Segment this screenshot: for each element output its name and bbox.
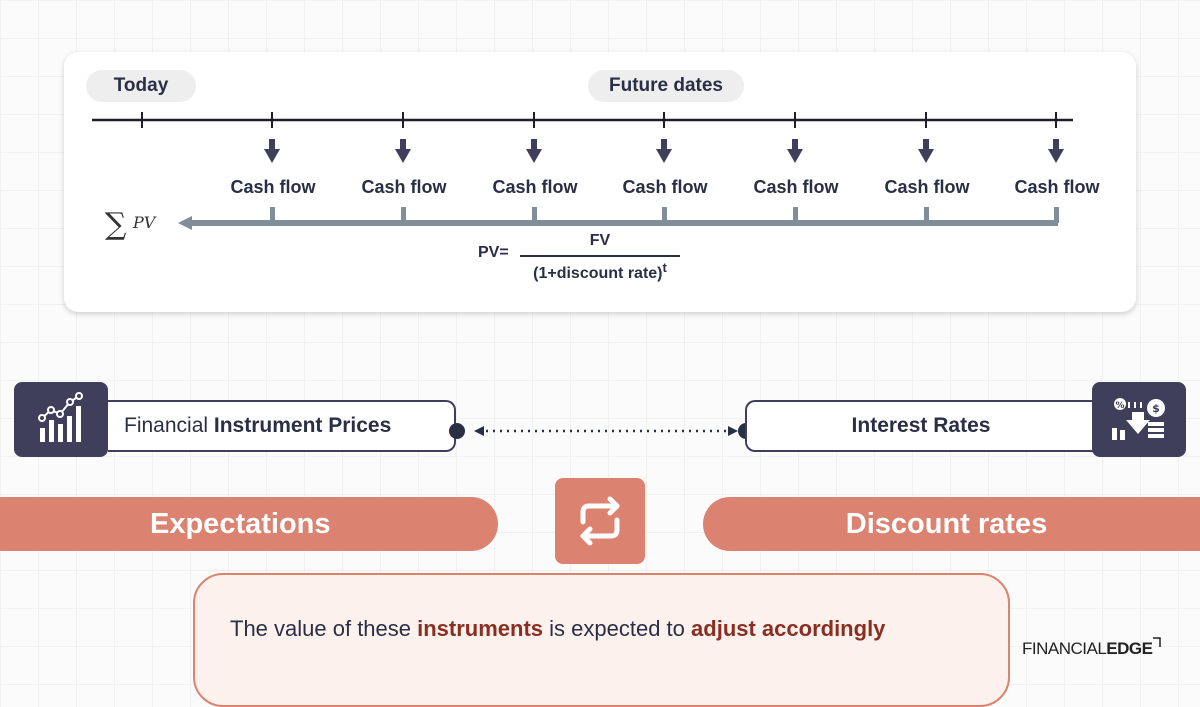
swap-arrows-icon [555, 478, 645, 564]
cash-flow-label: Cash flow [622, 177, 708, 197]
bar-chart-growth-icon [14, 382, 108, 457]
future-dates-pill: Future dates [588, 70, 744, 102]
left-node-dot [449, 423, 465, 439]
conclusion-part2: is expected to [543, 616, 692, 641]
cash-flow-label: Cash flow [230, 177, 316, 197]
logo-part2: EDGE [1106, 639, 1153, 658]
formula-lhs: PV= [478, 244, 509, 261]
interest-rate-down-icon: % $ [1092, 382, 1186, 457]
svg-text:%: % [1115, 401, 1124, 411]
cash-flow-label: Cash flow [753, 177, 839, 197]
future-dates-label: Future dates [608, 75, 724, 96]
formula-exponent: t [662, 260, 667, 275]
discount-arrow [178, 207, 1059, 230]
interest-rates-label: Interest Rates [851, 414, 991, 437]
right-arrowhead-icon [728, 426, 738, 436]
formula-denominator: (1+discount rate)t [520, 260, 680, 283]
formula-numerator: FV [589, 232, 611, 249]
down-arrow-icon [787, 139, 803, 163]
left-arrowhead-icon [474, 426, 484, 436]
down-arrow-icon [395, 139, 411, 163]
svg-text:$: $ [1152, 402, 1160, 415]
financial-instrument-prices-box: Financial Instrument Prices [108, 400, 456, 452]
today-pill: Today [86, 70, 196, 102]
timeline-graphic [92, 112, 1073, 230]
expectations-bar: Expectations [0, 497, 498, 551]
today-label: Today [113, 75, 169, 96]
cash-flow-label: Cash flow [884, 177, 970, 197]
sigma-symbol: ∑ [105, 207, 127, 242]
down-arrow-icon [264, 139, 280, 163]
discount-rates-label: Discount rates [845, 507, 1048, 540]
conclusion-text: The value of these instruments is expect… [230, 616, 885, 642]
down-arrow-icon [918, 139, 934, 163]
instrument-prices-bold: Instrument Prices [213, 414, 392, 437]
left-arrowhead-icon [178, 216, 192, 230]
financial-edge-logo: FINANCIALEDGE [1022, 636, 1162, 659]
conclusion-part1: The value of these [230, 616, 418, 641]
timeline-ticks [141, 112, 1057, 128]
logo-corner-icon [1153, 637, 1162, 647]
discount-rates-bar: Discount rates [703, 497, 1200, 551]
conclusion-bold2: adjust accordingly [691, 616, 886, 641]
sigma-pv-label: PV [133, 213, 156, 232]
cash-flow-label: Cash flow [492, 177, 578, 197]
down-arrow-icon [1048, 139, 1064, 163]
formula-denominator-text: (1+discount rate) [533, 265, 663, 282]
cash-flow-label: Cash flow [1014, 177, 1100, 197]
logo-part1: FINANCIAL [1022, 639, 1107, 658]
interest-rates-box: Interest Rates [745, 400, 1095, 452]
bidirectional-connector [449, 423, 754, 439]
expectations-label: Expectations [150, 507, 331, 540]
down-arrow-icon [526, 139, 542, 163]
formula-fraction-bar [520, 255, 680, 257]
instrument-prices-prefix: Financial [124, 414, 214, 437]
cash-flow-label: Cash flow [361, 177, 447, 197]
down-arrow-icon [656, 139, 672, 163]
conclusion-bold1: instruments [417, 616, 544, 641]
cash-flow-arrows [264, 139, 1064, 163]
